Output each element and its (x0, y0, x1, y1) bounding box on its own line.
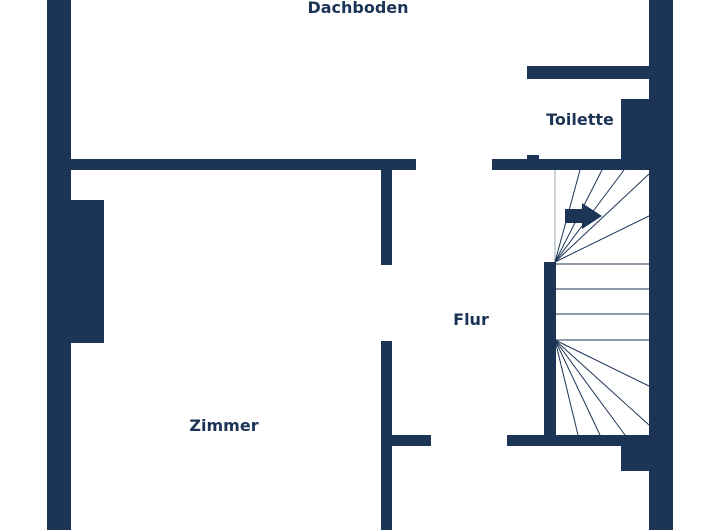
stair-wall-left (544, 262, 556, 446)
stair-block-bottom (621, 446, 649, 471)
room-label-hallway: Flur (453, 310, 489, 329)
outer-wall-left (47, 0, 71, 530)
wall-toilet-top (527, 66, 649, 79)
wall-toilet-stub (527, 155, 539, 160)
wall-attic-room (71, 159, 416, 170)
wall-room-hall-upper (381, 170, 392, 265)
wall-room-hall-lower (381, 341, 392, 530)
room-label-attic: Dachboden (307, 0, 408, 17)
chimney-block (71, 200, 104, 343)
stair-wall-bottom (507, 435, 649, 446)
outer-walls (47, 0, 673, 530)
outer-wall-right (649, 0, 673, 530)
room-label-toilet: Toilette (546, 110, 614, 129)
wall-toilet-bottom (492, 159, 649, 170)
arrow-right-icon (565, 203, 602, 229)
wall-hall-stub (392, 435, 431, 446)
toilet-block (621, 99, 649, 160)
staircase (554, 169, 650, 436)
room-label-room: Zimmer (189, 416, 258, 435)
